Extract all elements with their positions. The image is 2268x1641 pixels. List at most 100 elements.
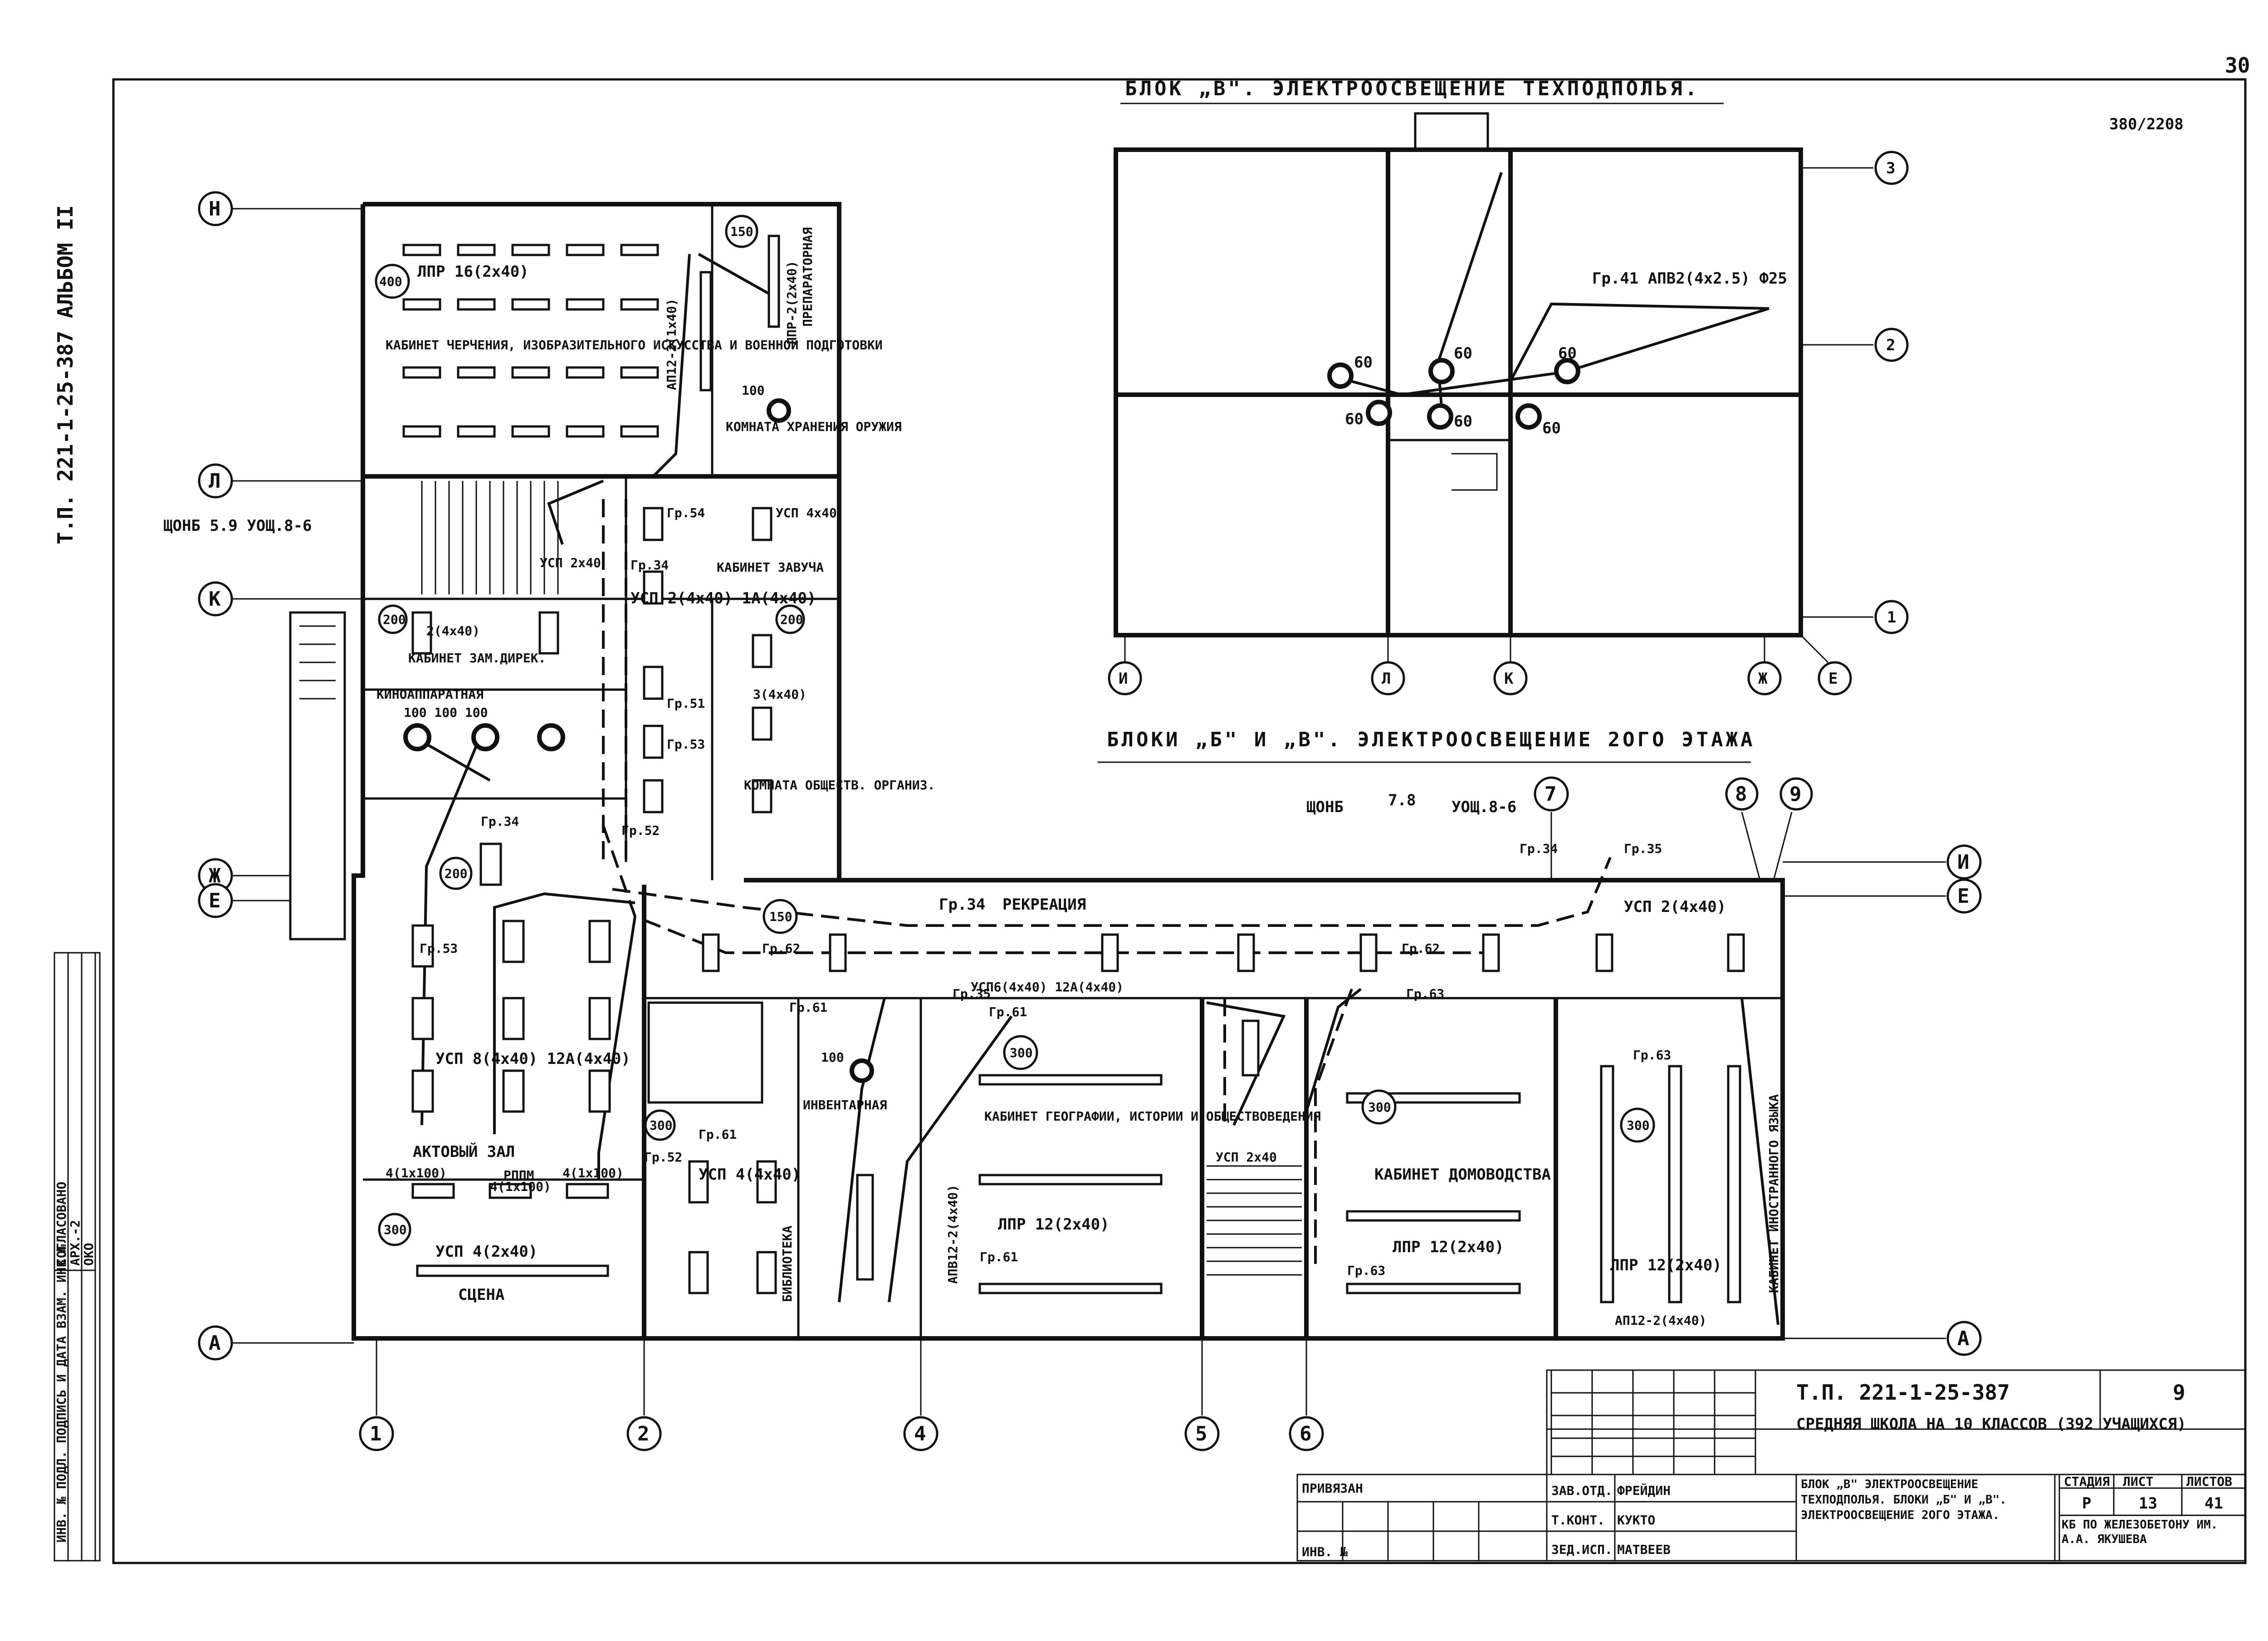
org-box: КБ ПО ЖЕЛЕЗОБЕТОНУ ИМ. А.А. ЯКУШЕВА [2062, 1518, 2218, 1546]
svg-text:60: 60 [1558, 344, 1577, 362]
svg-text:Гр.63: Гр.63 [1633, 1048, 1671, 1063]
luminaires [402, 235, 1745, 1303]
svg-text:КАБИНЕТ ИНОСТРАННОГО ЯЗЫКА: КАБИНЕТ ИНОСТРАННОГО ЯЗЫКА [1766, 1094, 1781, 1293]
svg-text:ИНВ. № ПОДЛ. ПОДПИСЬ И ДАТА ВЗ: ИНВ. № ПОДЛ. ПОДПИСЬ И ДАТА ВЗАМ. ИНВ.№ [54, 1244, 69, 1543]
doc-code: Т.П. 221-1-25-387 [1796, 1380, 2010, 1405]
project-name: СРЕДНЯЯ ШКОЛА НА 10 КЛАССОВ (392 УЧАЩИХС… [1796, 1415, 2186, 1433]
svg-text:УСП 4x40: УСП 4x40 [776, 505, 837, 520]
side-stamp: Т.П. 221-1-25-387 АЛЬБОМ II [53, 205, 78, 544]
svg-text:АП12-2(1x40): АП12-2(1x40) [664, 299, 679, 390]
group-labels: ЩОНБ 5.9 УОЩ.8-6 Гр.54 Гр.34 Гр.51 Гр.53… [163, 299, 1726, 1328]
sheet-title-box: БЛОК „В" ЭЛЕКТРООСВЕЩЕНИЕ ТЕХПОДПОЛЬЯ. Б… [1801, 1478, 2007, 1522]
svg-text:УСП 2x40: УСП 2x40 [1216, 1150, 1277, 1165]
svg-text:УСП 2(4x40): УСП 2(4x40) [1624, 898, 1726, 916]
svg-text:К: К [209, 588, 221, 611]
svg-text:УСП6(4x40) 12А(4x40): УСП6(4x40) 12А(4x40) [971, 980, 1124, 994]
sheet-in-set: 9 [2173, 1380, 2185, 1405]
svg-text:Гр.61: Гр.61 [980, 1249, 1018, 1264]
svg-text:ЗАВ.ОТД.: ЗАВ.ОТД. [1551, 1483, 1613, 1498]
plan-top: БЛОК „В". ЭЛЕКТРООСВЕЩЕНИЕ ТЕХПОДПОЛЬЯ. … [1108, 77, 1909, 696]
svg-text:АПВ12-2(4x40): АПВ12-2(4x40) [945, 1185, 960, 1284]
svg-text:Гр.54: Гр.54 [667, 505, 705, 520]
svg-text:А: А [1957, 1327, 1970, 1350]
svg-text:ОКО: ОКО [81, 1243, 96, 1266]
svg-text:УСП 4(2x40): УСП 4(2x40) [435, 1243, 538, 1261]
wiring-dashed [602, 499, 1612, 1270]
svg-text:Е: Е [1828, 670, 1838, 688]
svg-text:Гр.63: Гр.63 [1406, 986, 1444, 1001]
wiring-solid [420, 253, 1779, 1325]
svg-text:150: 150 [769, 909, 792, 924]
svg-text:3: 3 [1886, 159, 1895, 177]
svg-text:УСП 4(4x40): УСП 4(4x40) [699, 1166, 801, 1184]
svg-text:100: 100 [742, 383, 765, 398]
svg-text:ФРЕЙДИН: ФРЕЙДИН [1617, 1483, 1671, 1498]
plan-top-title: БЛОК „В". ЭЛЕКТРООСВЕЩЕНИЕ ТЕХПОДПОЛЬЯ. [1125, 77, 1700, 100]
svg-text:100 100 100: 100 100 100 [404, 705, 488, 720]
plan-top-axes: И Л К Ж Е 3 2 1 [1108, 151, 1909, 696]
stairs-center [1207, 1165, 1302, 1276]
svg-text:200: 200 [780, 612, 803, 627]
svg-text:СОГЛАСОВАНО: СОГЛАСОВАНО [54, 1182, 69, 1266]
svg-text:Гр.53: Гр.53 [667, 737, 705, 752]
svg-text:200: 200 [383, 612, 406, 627]
bound-label: ПРИВЯЗАН [1302, 1481, 1363, 1496]
svg-text:ЛПР 12(2x40): ЛПР 12(2x40) [1610, 1256, 1722, 1274]
svg-text:Гр.61: Гр.61 [789, 1000, 827, 1015]
svg-text:41: 41 [2204, 1494, 2223, 1513]
svg-text:КАБИНЕТ ЗАВУЧА: КАБИНЕТ ЗАВУЧА [717, 560, 824, 575]
svg-text:СТАДИЯ: СТАДИЯ [2064, 1474, 2110, 1489]
svg-text:КАБИНЕТ ДОМОВОДСТВА: КАБИНЕТ ДОМОВОДСТВА [1374, 1166, 1551, 1184]
svg-text:ЛИСТОВ: ЛИСТОВ [2186, 1474, 2232, 1489]
revision-grid [1550, 1369, 1756, 1475]
plan-main-title: БЛОКИ „Б" И „В". ЭЛЕКТРООСВЕЩЕНИЕ 2ОГО Э… [1107, 728, 1755, 751]
svg-text:Гр.63: Гр.63 [1347, 1263, 1385, 1278]
svg-text:100: 100 [821, 1050, 844, 1065]
svg-text:ЛПР 12(2x40): ЛПР 12(2x40) [998, 1215, 1110, 1234]
svg-text:Т.КОНТ.: Т.КОНТ. [1551, 1513, 1605, 1528]
svg-text:Гр.35: Гр.35 [953, 986, 991, 1001]
org-name: КБ ПО ЖЕЛЕЗОБЕТОНУ ИМ. А.А. ЯКУШЕВА [2062, 1518, 2218, 1546]
svg-text:400: 400 [379, 274, 402, 289]
panel-right-name: ЩОНБ [1306, 798, 1344, 816]
svg-text:300: 300 [384, 1222, 407, 1237]
svg-text:АКТОВЫЙ ЗАЛ: АКТОВЫЙ ЗАЛ [413, 1142, 515, 1161]
bound-grid [1296, 1474, 1548, 1562]
svg-text:1: 1 [1887, 608, 1896, 627]
svg-text:Гр.62: Гр.62 [1402, 941, 1440, 956]
svg-text:КИНОАППАРАТНАЯ: КИНОАППАРАТНАЯ [376, 687, 484, 702]
svg-text:КАБИНЕТ ГЕОГРАФИИ, ИСТОРИИ И О: КАБИНЕТ ГЕОГРАФИИ, ИСТОРИИ И ОБЩЕСТВОВЕД… [984, 1109, 1321, 1124]
stairs-left [421, 481, 559, 594]
svg-text:ЛПР-2(2x40): ЛПР-2(2x40) [784, 261, 799, 345]
svg-text:2: 2 [637, 1422, 650, 1445]
svg-text:ИНВЕНТАРНАЯ: ИНВЕНТАРНАЯ [803, 1097, 887, 1112]
title-grid [1546, 1369, 2246, 1561]
sheet-title: БЛОК „В" ЭЛЕКТРООСВЕЩЕНИЕ ТЕХПОДПОЛЬЯ. Б… [1801, 1478, 2007, 1522]
svg-text:Гр.62: Гр.62 [762, 941, 800, 956]
svg-text:ПРЕПАРАТОРНАЯ: ПРЕПАРАТОРНАЯ [800, 227, 815, 327]
svg-text:150: 150 [730, 224, 753, 239]
svg-text:ЛПР 16(2x40): ЛПР 16(2x40) [417, 263, 529, 281]
page-number: 30 [2225, 53, 2250, 78]
incandescent-lamps [403, 398, 874, 1083]
svg-text:Гр.61: Гр.61 [699, 1127, 737, 1142]
room-drawing-name: КАБИНЕТ ЧЕРЧЕНИЯ, ИЗОБРАЗИТЕЛЬНОГО ИСКУС… [386, 337, 883, 353]
svg-text:4(1x100): 4(1x100) [490, 1179, 551, 1194]
panel-right-number: 7.8 [1388, 791, 1416, 809]
svg-text:1: 1 [370, 1422, 382, 1445]
svg-text:300: 300 [650, 1118, 673, 1133]
svg-text:200: 200 [445, 866, 468, 881]
svg-text:Л: Л [209, 470, 221, 493]
svg-text:3(4x40): 3(4x40) [753, 687, 807, 702]
plan-main-axes: Н Л К Ж Е А 1 2 4 5 6 7 8 9 И Е А [198, 191, 1982, 1451]
format-note: 380/2208 [2109, 115, 2184, 133]
left-stamp: СОГЛАСОВАНО АРХ.-2 ОКО ИНВ. № ПОДЛ. ПОДП… [54, 952, 101, 1562]
svg-text:Гр.52: Гр.52 [621, 823, 660, 838]
svg-text:МАТВЕЕВ: МАТВЕЕВ [1617, 1542, 1671, 1557]
svg-text:Гр.52: Гр.52 [644, 1150, 682, 1165]
svg-text:4(1x100): 4(1x100) [386, 1166, 447, 1181]
svg-text:УСП 8(4x40) 12А(4x40): УСП 8(4x40) 12А(4x40) [435, 1050, 631, 1068]
svg-text:Н: Н [209, 197, 221, 220]
svg-text:Гр.53: Гр.53 [420, 941, 458, 956]
